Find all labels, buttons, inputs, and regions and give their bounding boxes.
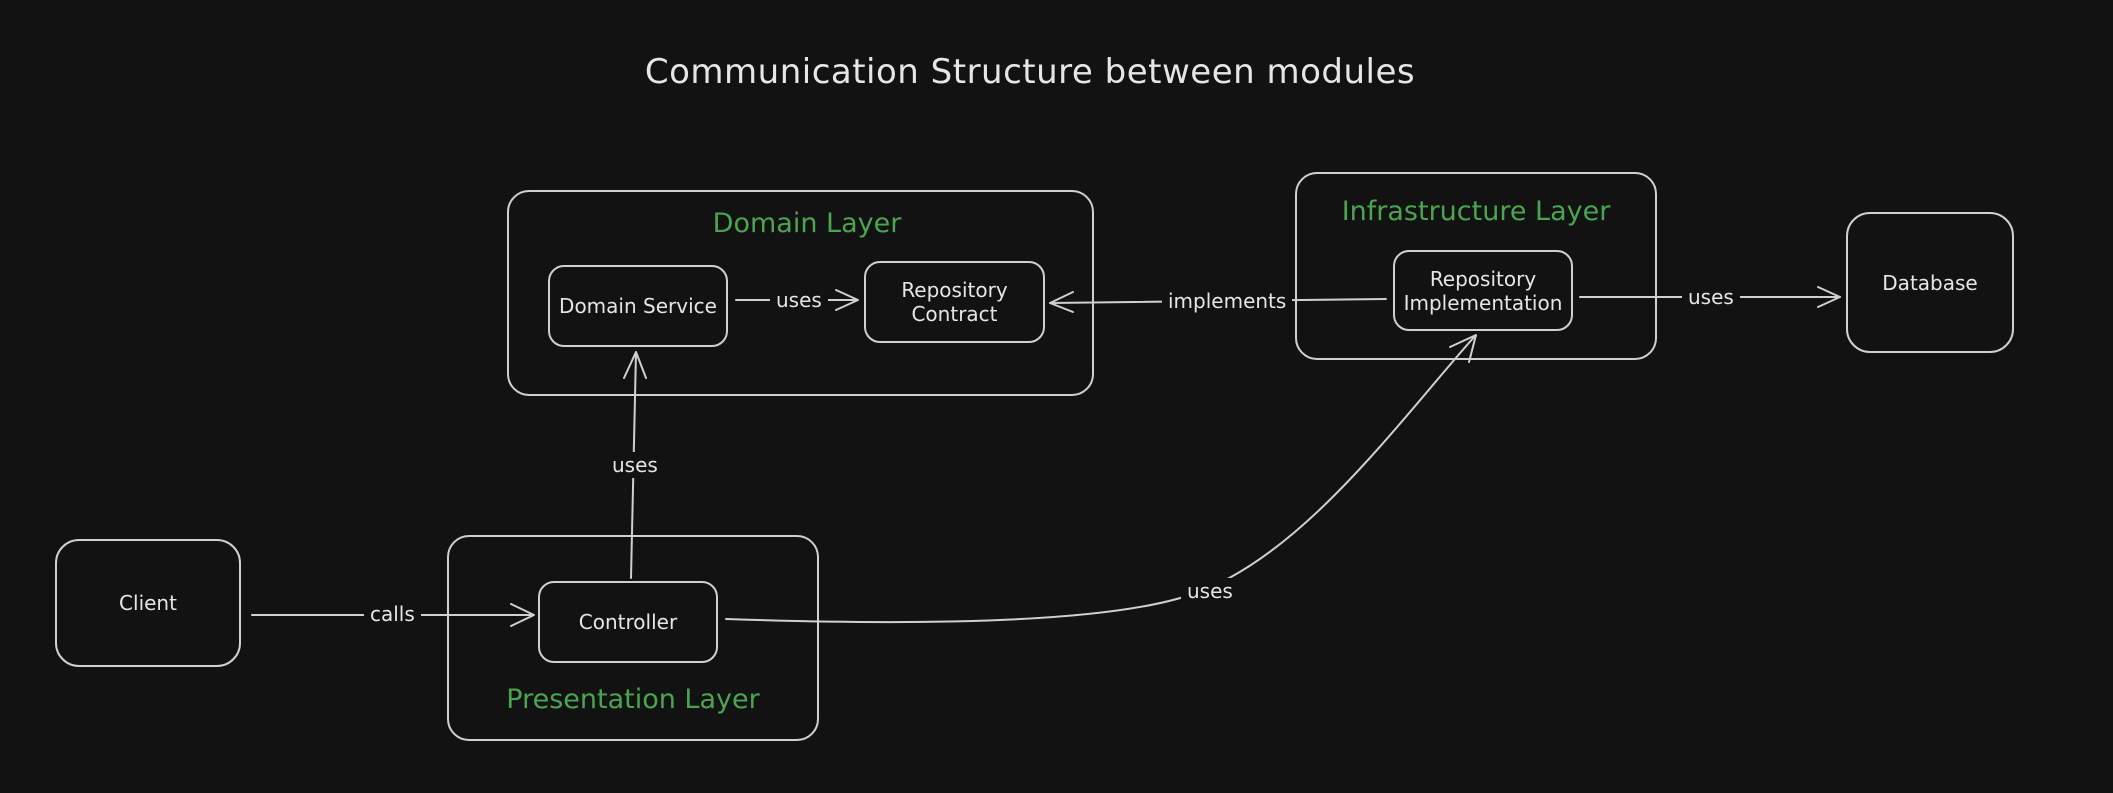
edge-label-service-contract: uses [770, 287, 828, 313]
domain-layer-label: Domain Layer [712, 208, 902, 239]
arrowhead-controller-service [623, 351, 647, 379]
repository-contract-node: Repository Contract [864, 261, 1045, 343]
arrowhead-impl-database [1817, 286, 1841, 308]
infrastructure-layer-label: Infrastructure Layer [1341, 196, 1611, 227]
presentation-layer-container [447, 535, 819, 741]
database-node: Database [1846, 212, 2014, 353]
arrowhead-impl-contract [1049, 291, 1074, 313]
controller-node: Controller [538, 581, 718, 663]
edge-controller-impl [725, 335, 1476, 624]
edge-label-client-controller: calls [364, 601, 421, 627]
client-node: Client [55, 539, 241, 667]
edge-label-impl-database: uses [1682, 284, 1740, 310]
arrowhead-client-controller [510, 603, 535, 627]
arrowhead-service-contract [835, 289, 859, 311]
domain-layer-container [507, 190, 1094, 396]
edge-label-impl-contract: implements [1162, 288, 1293, 314]
diagram-title: Communication Structure between modules [644, 52, 1416, 92]
domain-service-node: Domain Service [548, 265, 728, 347]
edge-label-controller-service: uses [606, 452, 664, 478]
repository-implementation-node: Repository Implementation [1393, 250, 1573, 331]
presentation-layer-label: Presentation Layer [506, 684, 760, 715]
infrastructure-layer-container [1295, 172, 1657, 360]
edge-label-controller-impl: uses [1181, 578, 1239, 604]
arrowhead-controller-impl [1449, 334, 1477, 363]
